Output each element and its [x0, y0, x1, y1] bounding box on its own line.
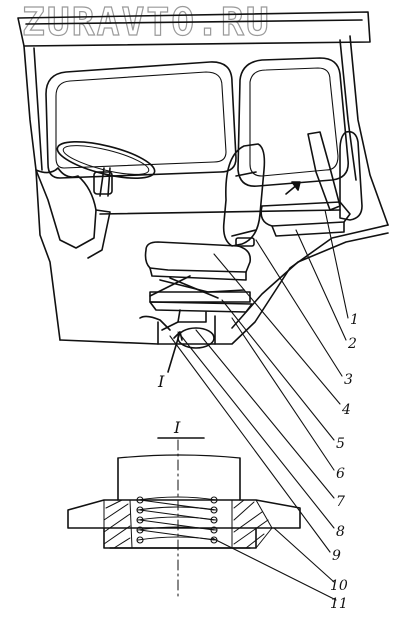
- leader-lines: [169, 209, 349, 601]
- section-title: I: [174, 418, 181, 437]
- callout-5: 5: [336, 436, 345, 452]
- callout-4: 4: [342, 402, 351, 418]
- callout-2: 2: [348, 336, 357, 352]
- callout-3: 3: [344, 372, 353, 388]
- passenger-seat: [260, 130, 363, 237]
- callout-7: 7: [336, 494, 345, 510]
- callout-9: 9: [332, 548, 341, 564]
- dashboard-steering: [35, 141, 156, 259]
- detail-marker-label: I: [158, 372, 165, 391]
- driver-seat: [139, 143, 266, 349]
- callout-10: 10: [330, 578, 348, 594]
- detail-marker: [167, 331, 183, 373]
- callout-11: 11: [330, 596, 348, 612]
- section-view: [67, 437, 301, 599]
- callout-8: 8: [336, 524, 345, 540]
- callout-1: 1: [350, 312, 359, 328]
- callout-6: 6: [336, 466, 345, 482]
